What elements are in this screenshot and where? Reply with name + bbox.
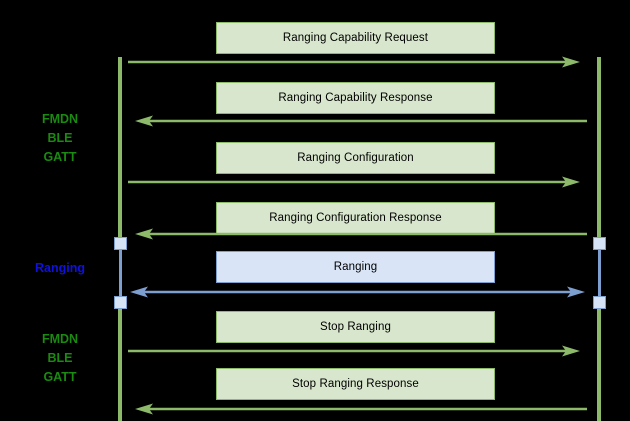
message-box-ranging-capability-request[interactable]: Ranging Capability Request (216, 22, 495, 54)
lifeline-left-green-top (118, 57, 122, 243)
phase-label-line: FMDN (41, 332, 79, 346)
phase-label-line: GATT (43, 370, 77, 384)
phase-label-line: FMDN (41, 112, 79, 126)
phase-label-fmdn-top: FMDN BLE GATT (20, 110, 100, 167)
message-label: Ranging Capability Response (278, 92, 433, 104)
message-box-stop-ranging-response[interactable]: Stop Ranging Response (216, 368, 495, 400)
activation-box-right-top (592, 237, 606, 250)
lifeline-left-blue-ranging (118, 243, 122, 309)
message-arrow-left-2 (135, 115, 587, 127)
phase-label-line: BLE (47, 131, 73, 145)
message-box-ranging-configuration-response[interactable]: Ranging Configuration Response (216, 202, 495, 234)
phase-label-line: Ranging (35, 261, 85, 275)
message-arrow-bidirectional-ranging (130, 286, 585, 298)
activation-box-left-top (113, 237, 127, 250)
message-arrow-right-6 (128, 345, 580, 357)
phase-label-ranging: Ranging (20, 259, 100, 278)
message-arrow-right-1 (128, 56, 580, 68)
message-arrow-left-4 (135, 228, 587, 240)
message-label: Ranging Capability Request (282, 32, 429, 44)
lifeline-left-green-bottom (118, 309, 122, 421)
message-box-ranging-configuration[interactable]: Ranging Configuration (216, 142, 495, 174)
lifeline-right-green-top (597, 57, 601, 243)
activation-box-right-bottom (592, 296, 606, 309)
activation-box-left-bottom (113, 296, 127, 309)
message-box-stop-ranging[interactable]: Stop Ranging (216, 311, 495, 343)
phase-label-fmdn-bottom: FMDN BLE GATT (20, 330, 100, 387)
phase-label-line: GATT (43, 150, 77, 164)
phase-label-line: BLE (47, 351, 73, 365)
lifeline-right-blue-ranging (597, 243, 601, 309)
message-label: Ranging Configuration (297, 152, 414, 164)
message-label: Ranging (333, 261, 378, 273)
message-label: Stop Ranging (320, 321, 391, 333)
lifeline-right-green-bottom (597, 309, 601, 421)
message-box-ranging-capability-response[interactable]: Ranging Capability Response (216, 82, 495, 114)
message-box-ranging[interactable]: Ranging (216, 251, 495, 283)
message-arrow-right-3 (128, 176, 580, 188)
message-label: Stop Ranging Response (292, 378, 419, 390)
message-label: Ranging Configuration Response (269, 212, 442, 224)
message-arrow-left-7 (135, 403, 587, 415)
